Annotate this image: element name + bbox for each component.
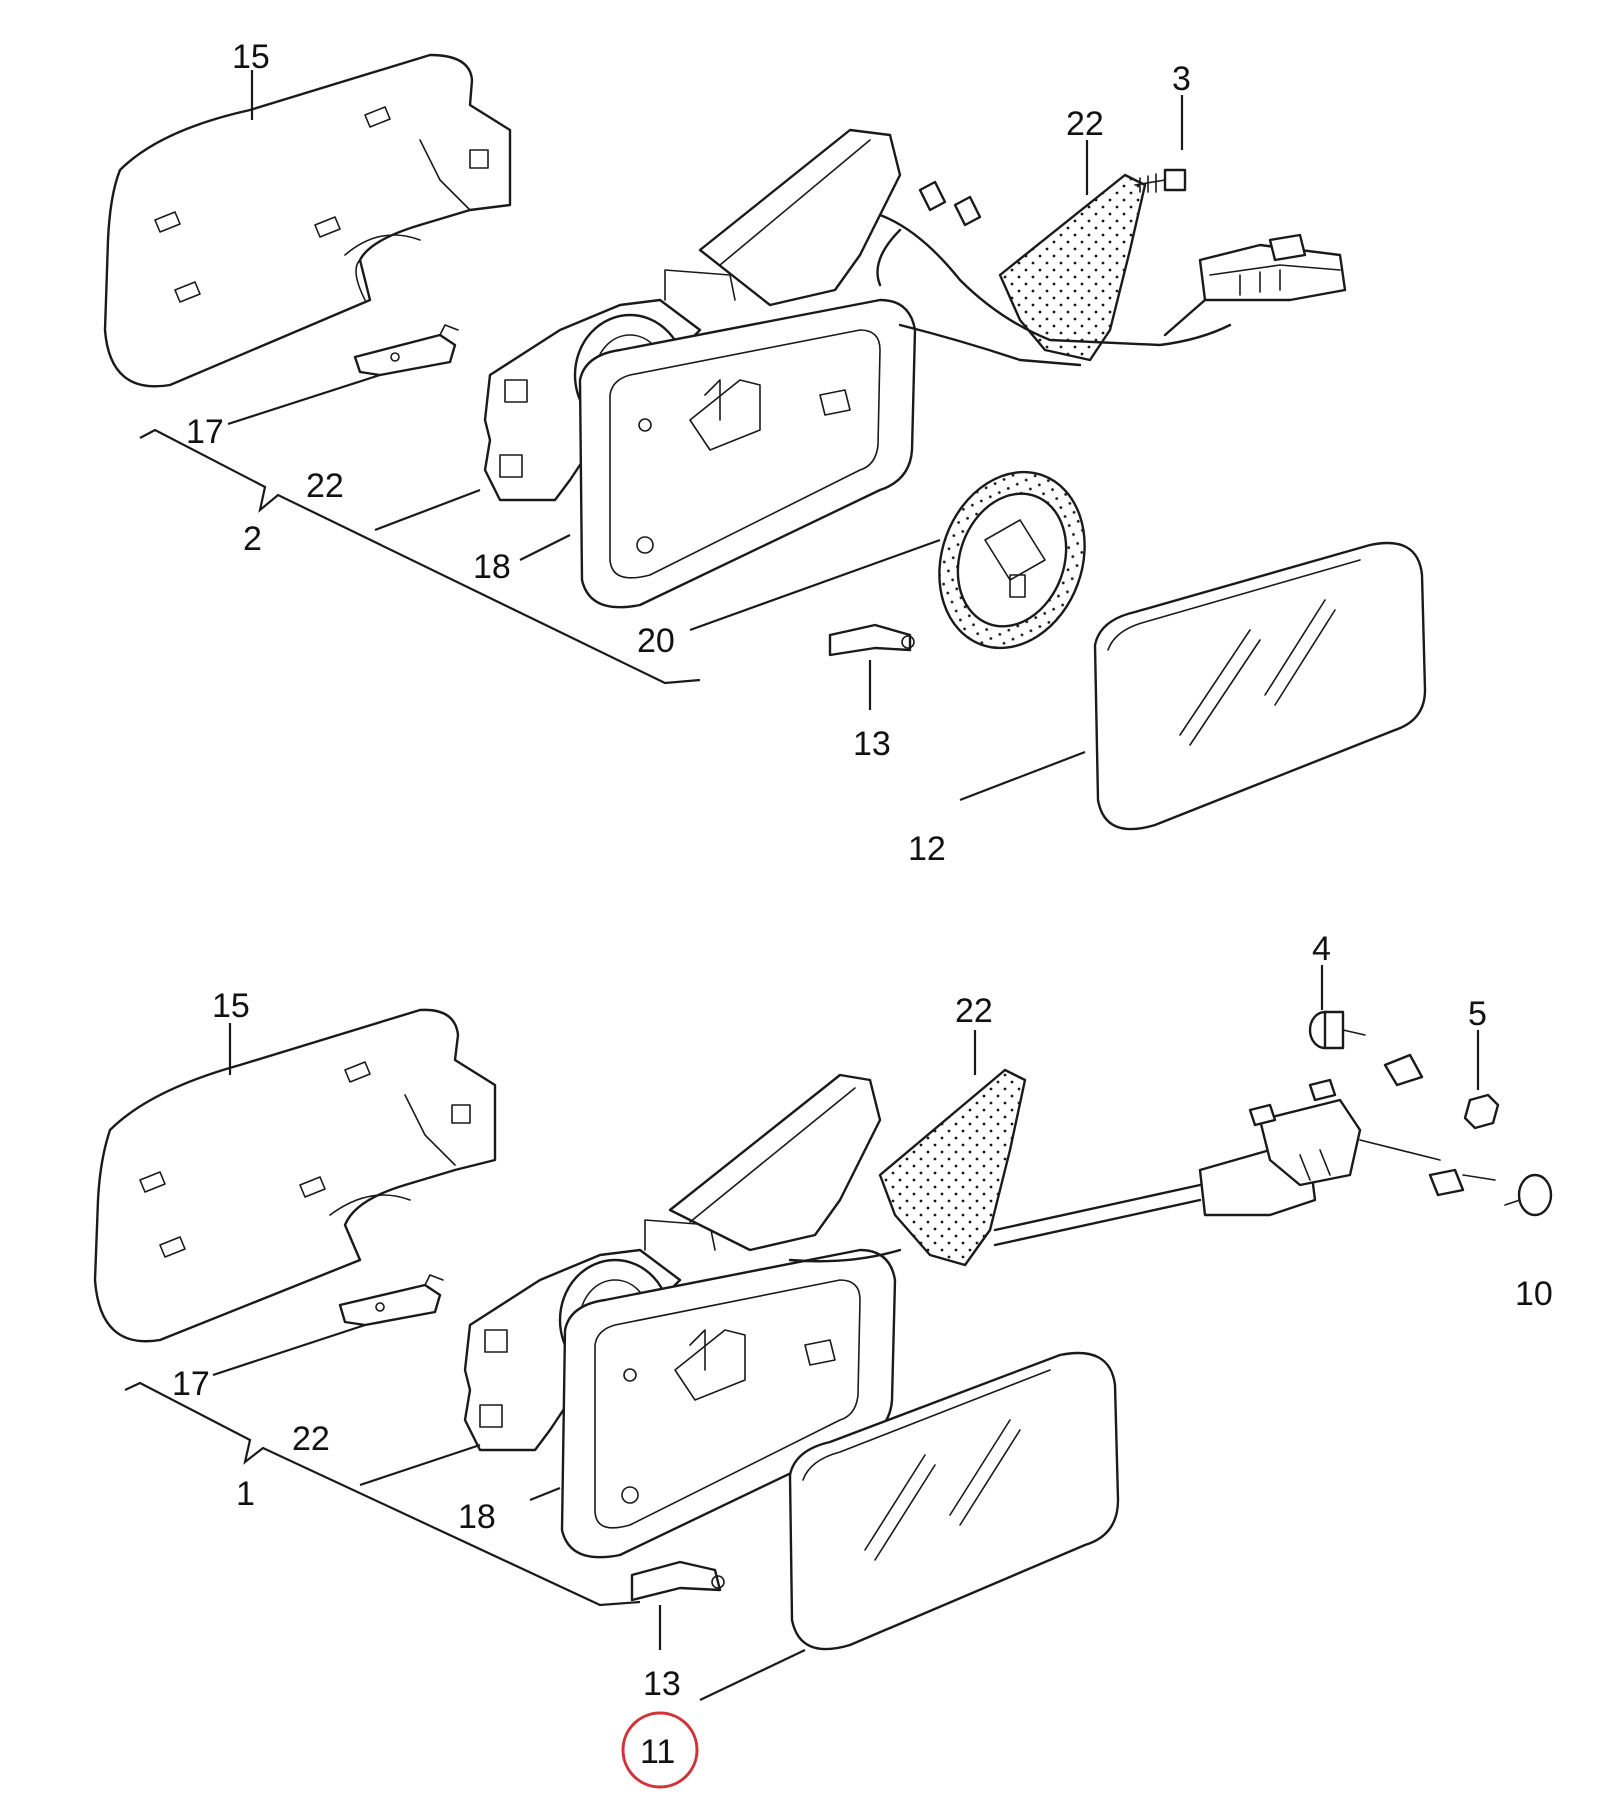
upper-wiring-harness-part [876,180,1232,367]
lower-callout-11-highlight: 11 [621,1711,699,1789]
upper-housing-cap-part [103,53,512,388]
upper-callout-22-mid: 22 [306,467,344,505]
upper-clip-17-part [353,324,459,377]
lower-callout-13: 13 [643,1665,681,1703]
lower-mounting-arm-part [668,1073,882,1252]
lower-callout-1: 1 [236,1475,255,1513]
lower-callout-22-mid: 22 [292,1420,330,1458]
upper-callout-17: 17 [186,413,224,451]
upper-screw-3-part [1134,168,1187,193]
upper-clip-13-part [828,623,915,657]
upper-connector-plug-part [1163,233,1347,337]
lower-callout-10: 10 [1515,1275,1553,1313]
upper-callout-18: 18 [473,548,511,586]
lower-clip-13-part [630,1560,725,1602]
lower-callout-15: 15 [212,987,250,1025]
upper-callout-15: 15 [232,38,270,76]
lower-cap-10-part [1504,1173,1553,1217]
lower-callout-18: 18 [458,1498,496,1536]
upper-callout-2: 2 [243,520,262,558]
lower-mirror-glass-11-part [788,1351,1120,1651]
upper-adjuster-ring-20-part [938,470,1086,650]
lower-callout-22-top: 22 [955,992,993,1030]
upper-leader-lines [139,70,1184,802]
upper-callout-22-top: 22 [1066,105,1104,143]
lower-dotted-pad-22-part [878,1068,1027,1267]
upper-callout-3: 3 [1172,60,1191,98]
lower-adjuster-mechanism-part [1198,1053,1496,1217]
upper-assembly: 15 3 22 17 22 2 18 20 13 12 [103,38,1427,868]
upper-callout-13: 13 [853,725,891,763]
lower-adjust-cable-part [788,1183,1202,1263]
upper-mirror-glass-12-part [1093,541,1427,831]
upper-callout-12: 12 [908,830,946,868]
lower-callout-17: 17 [172,1365,210,1403]
lower-callout-11: 11 [640,1733,675,1771]
upper-dotted-pad-22-part [998,173,1147,362]
lower-housing-cap-part [93,1008,497,1343]
lower-leader-lines [124,965,1480,1701]
lower-mirror-frame-part [560,1248,897,1559]
lower-clip-17-part [338,1274,444,1327]
lower-callout-4: 4 [1312,930,1331,968]
lower-nut-5-part [1463,1093,1500,1130]
upper-callout-20: 20 [637,622,675,660]
lower-knob-4-part [1308,1010,1366,1050]
upper-mirror-frame-part [578,298,917,609]
lower-assembly: 15 4 22 5 10 17 22 1 18 13 11 [93,930,1553,1789]
lower-callout-5: 5 [1468,995,1487,1033]
